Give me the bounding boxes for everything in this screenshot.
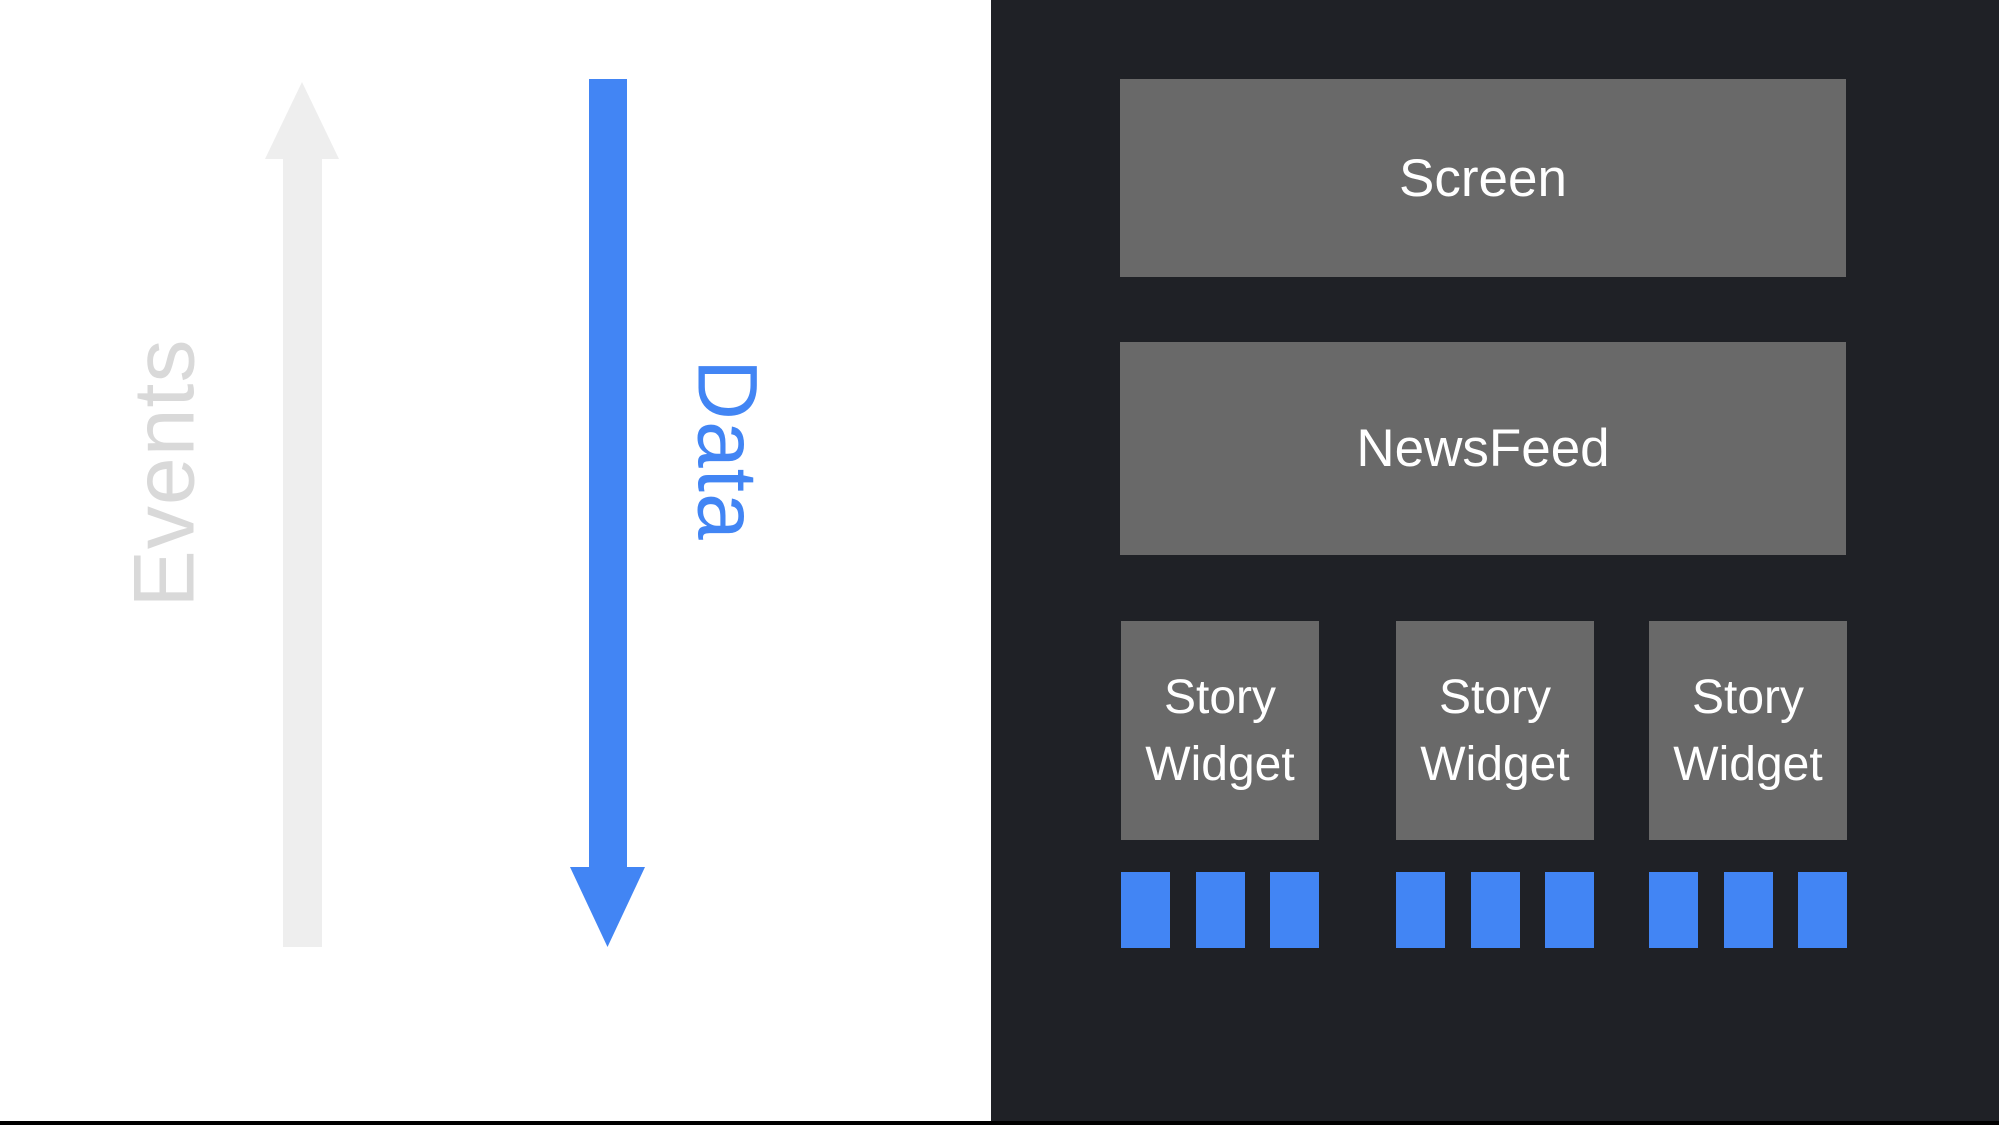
story-widget-label-line1: Story <box>1691 670 1805 724</box>
story-widget-label-line2: Widget <box>1420 737 1570 791</box>
story-widget-label-line2: Widget <box>1145 737 1295 791</box>
data-square <box>1723 872 1773 948</box>
arrow-down-head <box>570 867 645 947</box>
screen-box-label: Screen <box>1399 148 1567 208</box>
story-widget-label-line1: Story <box>1438 670 1552 724</box>
data-square <box>1649 872 1698 948</box>
story-data-squares <box>1396 872 1594 948</box>
story-widget-box: Story Widget <box>1396 621 1594 840</box>
story-widget-label-line1: Story <box>1163 670 1277 724</box>
data-square <box>1121 872 1170 948</box>
data-label: Data <box>680 359 775 541</box>
data-square <box>1545 872 1594 948</box>
data-square <box>1798 872 1847 948</box>
data-square <box>1396 872 1445 948</box>
data-square <box>1470 872 1520 948</box>
newsfeed-box-label: NewsFeed <box>1356 419 1610 478</box>
data-square <box>1270 872 1319 948</box>
newsfeed-box: NewsFeed <box>1120 342 1846 555</box>
story-data-squares <box>1649 872 1847 948</box>
events-label: Events <box>116 338 213 608</box>
story-widget-label-line2: Widget <box>1673 737 1823 791</box>
story-widget-box: Story Widget <box>1649 621 1847 840</box>
arrow-up-head <box>265 82 339 159</box>
story-data-squares <box>1121 872 1319 948</box>
bottom-edge-bar <box>0 1121 1999 1125</box>
story-widget-box: Story Widget <box>1121 621 1319 840</box>
screen-box: Screen <box>1120 79 1846 277</box>
data-square <box>1195 872 1245 948</box>
arrow-up-shaft <box>283 156 322 947</box>
arrow-down-shaft <box>589 79 627 869</box>
